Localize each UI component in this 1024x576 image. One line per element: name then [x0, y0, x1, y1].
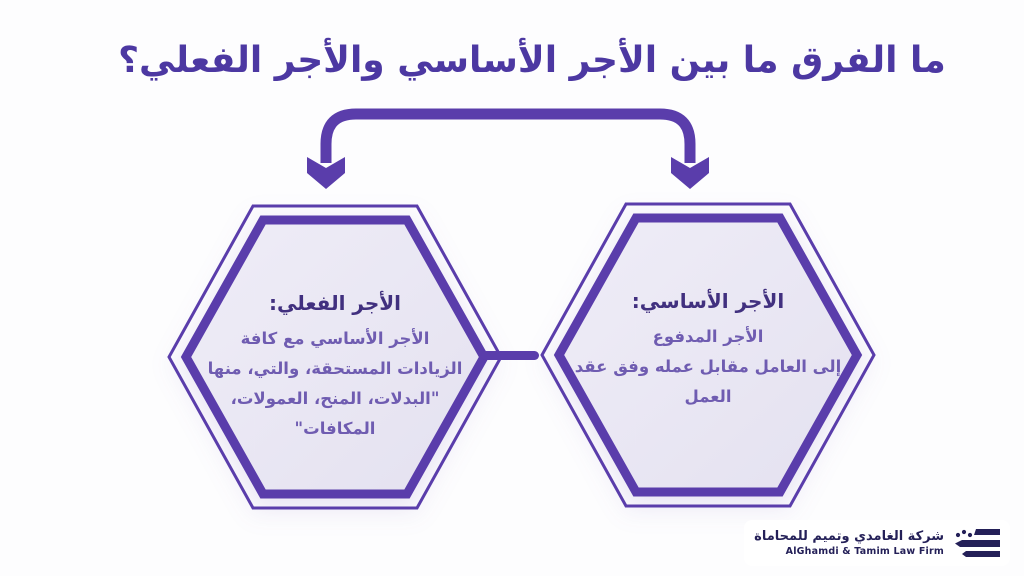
actual-wage-text: الأجر الفعلي: الأجر الأساسي مع كافة الزي… [195, 291, 475, 444]
actual-wage-heading: الأجر الفعلي: [268, 291, 401, 315]
actual-wage-line: الأجر الأساسي مع كافة [240, 329, 430, 348]
basic-wage-line: الأجر المدفوع [652, 327, 764, 346]
law-firm-logomark-icon [955, 529, 1000, 557]
actual-wage-hexagon: الأجر الفعلي: الأجر الأساسي مع كافة الزي… [167, 201, 503, 513]
hexagon-connector-bar [481, 351, 539, 360]
brand-name-english: AlGhamdi & Tamim Law Firm [785, 546, 944, 557]
brand-text: شركة الغامدي وتميم للمحاماة AlGhamdi & T… [754, 529, 944, 557]
basic-wage-line: إلى العامل مقابل عمله وفق عقد العمل [574, 357, 842, 406]
brand-name-arabic: شركة الغامدي وتميم للمحاماة [754, 529, 944, 544]
basic-wage-text: الأجر الأساسي: الأجر المدفوع إلى العامل … [568, 289, 848, 412]
hexagon-icon [540, 202, 876, 508]
actual-wage-line: الزيادات المستحقة، والتي، منها [207, 359, 463, 378]
actual-wage-line: "البدلات، المنح، العمولات، المكافات" [230, 389, 440, 438]
page-title: ما الفرق ما بين الأجر الأساسي والأجر الف… [118, 40, 946, 81]
basic-wage-heading: الأجر الأساسي: [631, 289, 785, 313]
brand-footer: شركة الغامدي وتميم للمحاماة AlGhamdi & T… [744, 520, 1010, 566]
basic-wage-hexagon: الأجر الأساسي: الأجر المدفوع إلى العامل … [540, 199, 876, 511]
split-arrow-icon [307, 108, 709, 189]
